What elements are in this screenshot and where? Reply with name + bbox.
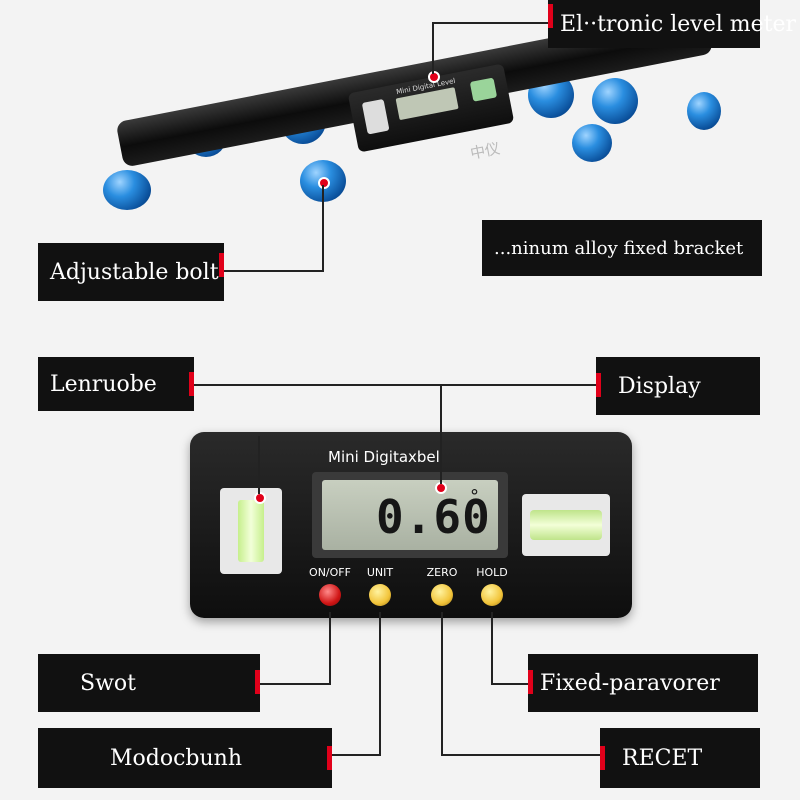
label-fixed-parameter: Fixed-paravorer — [528, 654, 758, 712]
unit-button[interactable] — [369, 584, 391, 606]
horizontal-vial-tube — [530, 510, 602, 540]
btn-label-onoff: ON/OFF — [309, 566, 351, 579]
label-display: Display — [596, 357, 760, 415]
vertical-vial — [220, 488, 282, 574]
bar-brand-text: 中仪 — [468, 139, 502, 163]
line-bolt-h — [224, 270, 324, 272]
line-mode-h — [330, 754, 381, 756]
line-fixed-v — [491, 612, 493, 684]
line-bolt-v — [322, 185, 324, 272]
line-tube-v — [258, 436, 260, 494]
label-adjustable-bolt: Adjustable bolt — [38, 243, 224, 301]
lcd-degree: ° — [470, 486, 479, 507]
label-text: El··tronic level meter — [560, 11, 796, 37]
bar-meter-vial-right — [469, 77, 498, 102]
label-electronic-level-meter: El··tronic level meter — [548, 0, 796, 48]
label-aluminum-bracket: ...ninum alloy fixed bracket — [482, 220, 762, 276]
device-face: Mini Digitaxbel 0.60 ° ON/OFF UNIT ZERO … — [190, 432, 632, 618]
zero-button[interactable] — [431, 584, 453, 606]
btn-label-hold: HOLD — [476, 566, 508, 579]
end-bolt-left — [103, 170, 151, 210]
line-meter-h — [432, 22, 550, 24]
line-switch-v — [329, 612, 331, 684]
btn-label-unit: UNIT — [366, 566, 394, 579]
vial-dot — [254, 492, 266, 504]
line-meter-v — [432, 22, 434, 74]
line-reset-h — [441, 754, 603, 756]
lcd-bezel: 0.60 ° — [312, 472, 508, 558]
bar-meter-vial-left — [361, 98, 390, 135]
onoff-button[interactable] — [319, 584, 341, 606]
label-reset: RECET — [600, 728, 760, 788]
label-text: RECET — [622, 745, 703, 771]
line-display-v — [440, 384, 442, 484]
end-bolt-right — [687, 92, 721, 130]
label-text: Display — [618, 373, 701, 399]
label-text: Lenruobe — [50, 371, 157, 397]
front-bolt-mid — [572, 124, 612, 162]
lcd-screen: 0.60 ° — [322, 480, 498, 550]
label-level-tube: Lenruobe — [38, 357, 194, 411]
rear-bolt-4 — [592, 78, 638, 124]
line-top-h — [192, 384, 598, 386]
hold-button[interactable] — [481, 584, 503, 606]
line-mode-v — [379, 612, 381, 755]
adjustable-bolt-dot — [318, 177, 330, 189]
device-title: Mini Digitaxbel — [328, 448, 440, 466]
line-switch-h — [258, 683, 331, 685]
line-reset-v — [441, 612, 443, 755]
label-switch: Swot — [38, 654, 260, 712]
bar-assembly: Mini Digital Level 中仪 — [0, 0, 800, 240]
label-text: Modocbunh — [110, 745, 243, 771]
lcd-reading: 0.60 — [376, 490, 491, 544]
vertical-vial-tube — [238, 500, 264, 562]
label-text: Adjustable bolt — [50, 259, 219, 285]
label-text: ...ninum alloy fixed bracket — [494, 237, 744, 259]
label-text: Swot — [80, 670, 136, 696]
line-fixed-h — [491, 683, 531, 685]
label-text: Fixed-paravorer — [540, 670, 720, 696]
btn-label-zero: ZERO — [426, 566, 458, 579]
label-mode: Modocbunh — [38, 728, 332, 788]
meter-dot — [428, 71, 440, 83]
horizontal-vial — [522, 494, 610, 556]
